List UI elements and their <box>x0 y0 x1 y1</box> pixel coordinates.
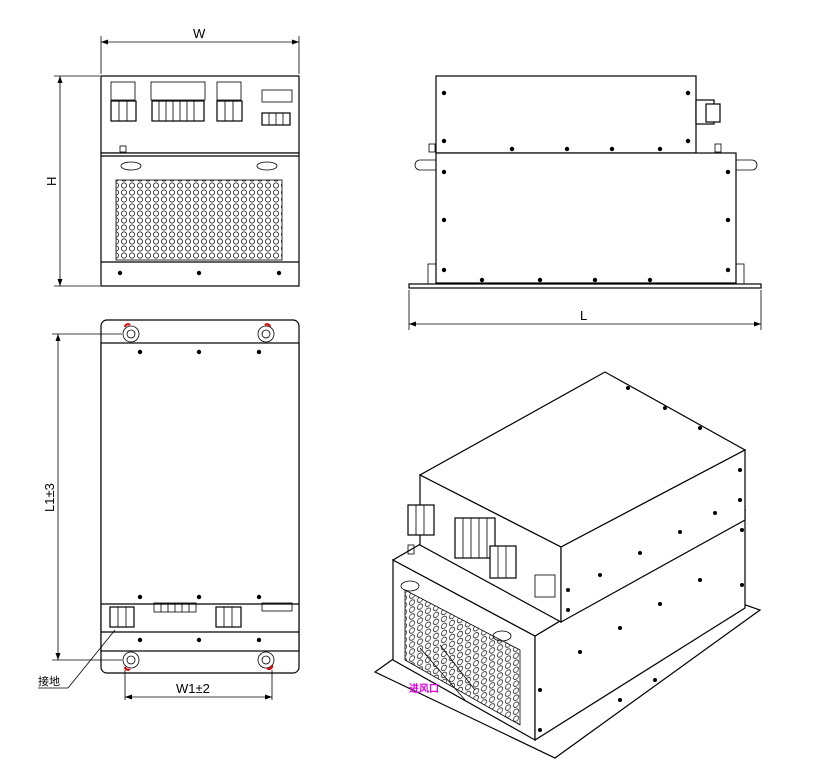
air-inlet-label: 进风口 <box>409 682 439 695</box>
l1-dimension-label: L1±3 <box>42 483 57 512</box>
side-view: L <box>408 75 762 330</box>
ground-label: 接地 <box>38 675 60 688</box>
height-dimension-label: H <box>44 177 59 186</box>
ground-marker-icon <box>124 323 131 328</box>
w1-dimension-label: W1±2 <box>176 681 210 696</box>
front-view: W H <box>44 26 300 287</box>
isometric-view: 进风口 <box>373 371 762 759</box>
width-dimension-label: W <box>193 26 206 41</box>
length-dimension-label: L <box>580 308 587 323</box>
top-view: L1±3 W1±2 接地 <box>38 319 300 700</box>
